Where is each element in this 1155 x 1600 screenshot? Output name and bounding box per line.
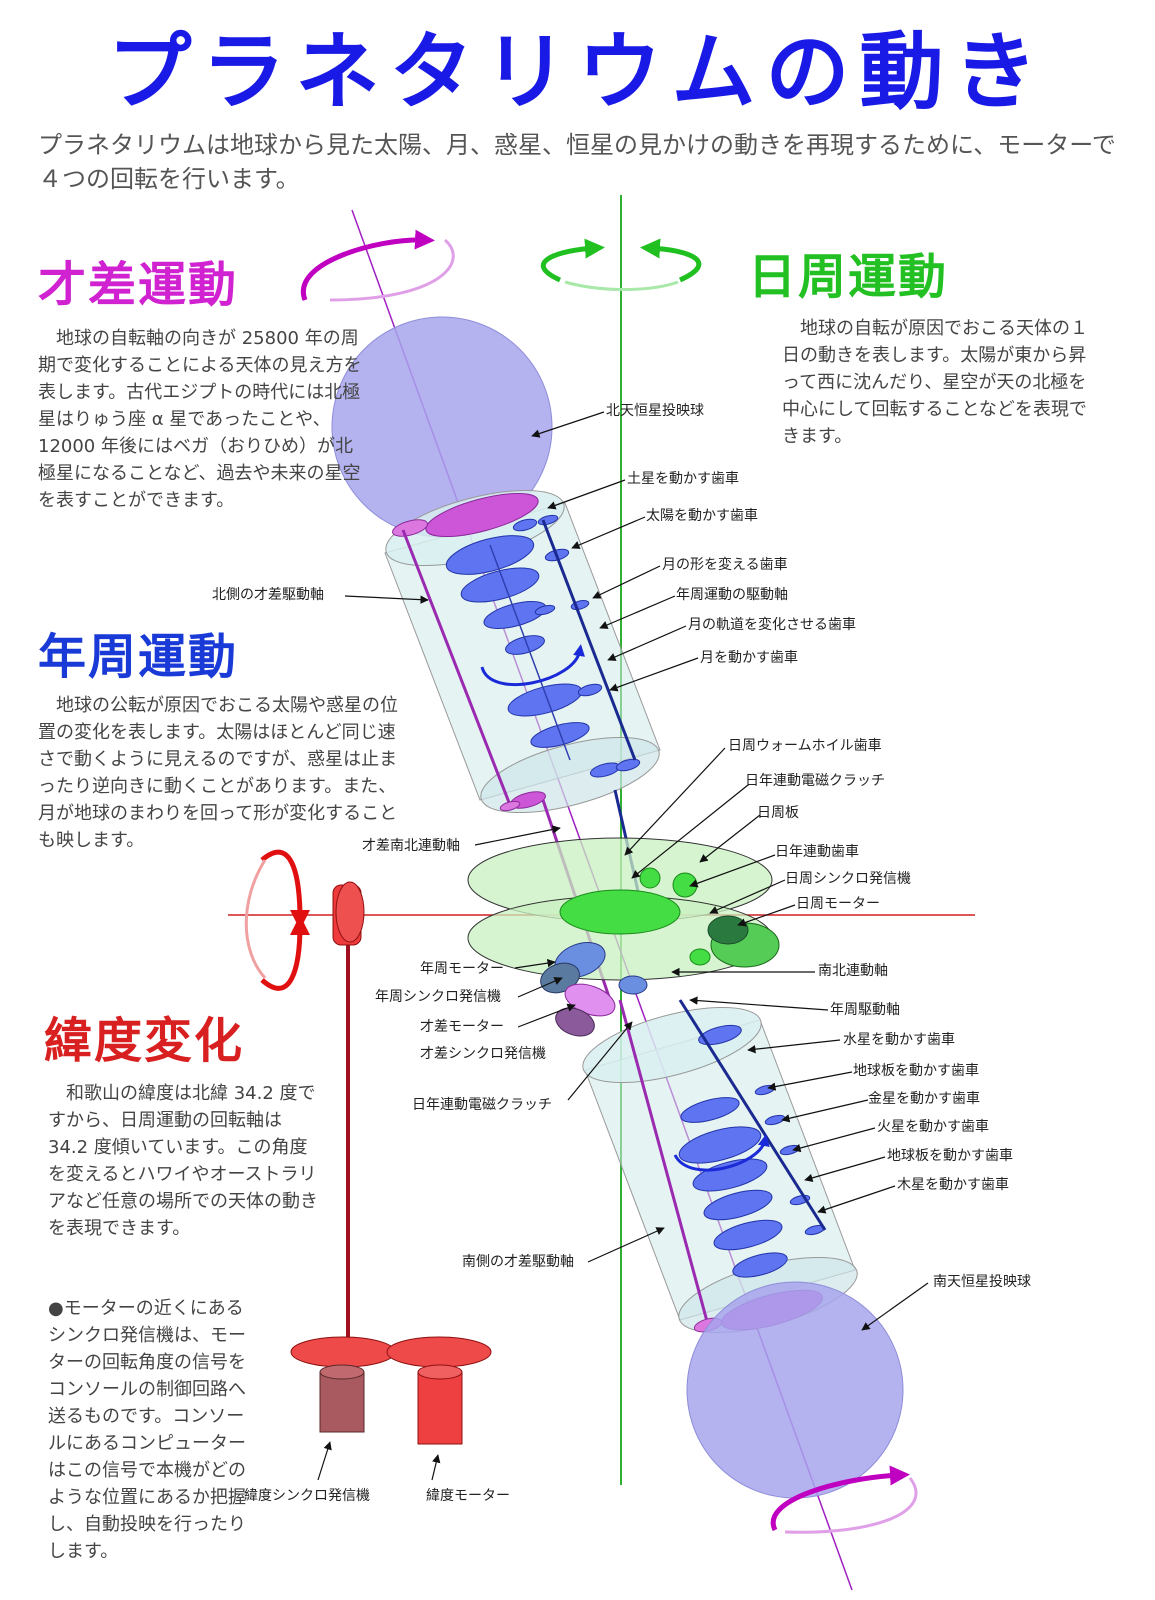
precession-text: 地球の自転軸の向きが 25800 年の周期で変化することによる天体の見え方を表し… — [38, 328, 362, 511]
label-ns-link-shaft: 南北連動軸 — [818, 963, 888, 979]
label-diurnal-plate: 日周板 — [757, 805, 799, 821]
latitude-text: 和歌山の緯度は北緯 34.2 度ですから、日周運動の回転軸は 34.2 度傾いて… — [48, 1083, 318, 1239]
diurnal-rotation-arrow — [540, 238, 702, 291]
label-annual-drive-shaft: 年周運動の駆動軸 — [676, 587, 788, 603]
label-north-projector: 北天恒星投映球 — [606, 403, 704, 419]
label-annual-motor: 年周モーター — [420, 961, 504, 977]
north-top-plate — [425, 492, 539, 538]
precession-rotation-arrow-top — [300, 229, 455, 302]
label-sun-gear: 太陽を動かす歯車 — [646, 508, 758, 524]
diurnal-text: 地球の自転が原因でおこる天体の１日の動きを表します。太陽が東から昇って西に沈んだ… — [782, 318, 1088, 447]
label-north-precession-shaft: 北側の才差駆動軸 — [212, 587, 324, 603]
intro-text: プラネタリウムは地球から見た太陽、月、惑星、恒星の見かけの動きを再現するために、… — [38, 131, 1116, 193]
label-earth-plate-gear-2: 地球板を動かす歯車 — [887, 1148, 1013, 1164]
annual-text: 地球の公転が原因でおこる太陽や惑星の位置の変化を表します。太陽はほとんど同じ速さ… — [38, 695, 398, 851]
label-latitude-synchro: 緯度シンクロ発信機 — [244, 1488, 370, 1504]
label-annual-drive: 年周駆動軸 — [830, 1002, 900, 1018]
diurnal-title: 日周運動 — [748, 249, 949, 305]
label-moon-orbit-gear: 月の軌道を変化させる歯車 — [688, 617, 856, 633]
label-moon-phase-gear: 月の形を変える歯車 — [662, 557, 788, 573]
latitude-stand — [290, 881, 492, 1445]
label-south-projector: 南天恒星投映球 — [933, 1274, 1031, 1290]
precession-title: 才差運動 — [38, 257, 239, 313]
label-diurnal-motor: 日周モーター — [796, 896, 880, 912]
label-jupiter-gear: 木星を動かす歯車 — [897, 1177, 1009, 1193]
label-moon-gear: 月を動かす歯車 — [700, 650, 798, 666]
label-latitude-motor: 緯度モーター — [426, 1488, 510, 1504]
south-projector-sphere — [686, 1281, 904, 1499]
label-diurnal-synchro: 日周シンクロ発信機 — [785, 871, 911, 887]
lower-blue-gears — [678, 1024, 826, 1278]
annual-motor-unit — [540, 942, 648, 995]
precession-motor-unit — [555, 983, 616, 1037]
label-annual-synchro: 年周シンクロ発信機 — [375, 989, 501, 1005]
label-mars-gear: 火星を動かす歯車 — [877, 1119, 989, 1135]
label-saturn-gear: 土星を動かす歯車 — [627, 471, 739, 487]
synchro-note: ●モーターの近くにあるシンクロ発信機は、モーターの回転角度の信号をコンソールの制… — [48, 1298, 246, 1562]
annual-title: 年周運動 — [38, 629, 239, 685]
label-clutch-upper: 日年連動電磁クラッチ — [745, 773, 885, 789]
label-precession-ns-shaft: 才差南北連動軸 — [362, 838, 460, 854]
precession-rotation-arrow-bottom — [770, 1465, 918, 1534]
page-title: プラネタリウムの動き — [107, 23, 1048, 121]
label-clutch-lower: 日年連動電磁クラッチ — [412, 1097, 552, 1113]
annual-rotation-arrow — [480, 644, 585, 687]
label-diurnal-worm-wheel: 日周ウォームホイル歯車 — [728, 738, 882, 754]
label-earth-plate-gear-1: 地球板を動かす歯車 — [853, 1063, 979, 1079]
label-diurnal-annual-gear: 日年連動歯車 — [775, 844, 859, 860]
leader-lines — [317, 411, 929, 1481]
label-south-precession-shaft: 南側の才差駆動軸 — [462, 1254, 574, 1270]
latitude-rotation-arrow — [244, 849, 310, 991]
label-venus-gear: 金星を動かす歯車 — [868, 1091, 980, 1107]
latitude-title: 緯度変化 — [44, 1013, 245, 1069]
label-mercury-gear: 水星を動かす歯車 — [843, 1032, 955, 1048]
upper-blue-gears — [445, 514, 641, 778]
label-precession-synchro: 才差シンクロ発信機 — [420, 1046, 546, 1062]
label-precession-motor: 才差モーター — [420, 1019, 504, 1035]
